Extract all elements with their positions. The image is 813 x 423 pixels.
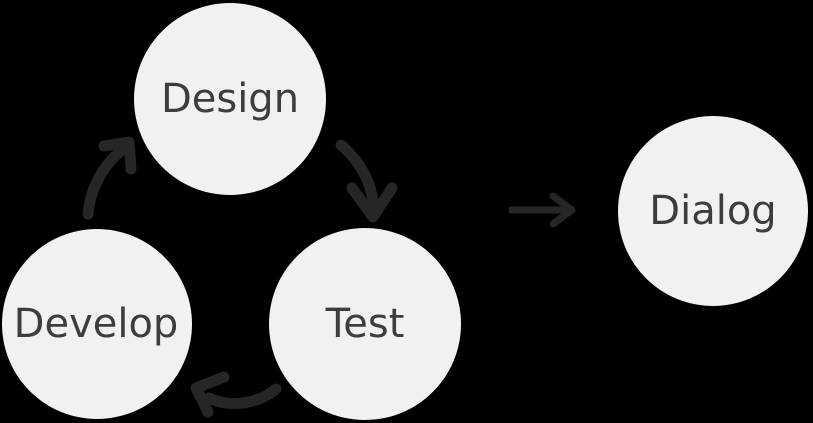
arrow-develop-to-design [82, 136, 137, 220]
node-dialog[interactable]: Dialog [618, 116, 808, 306]
node-dialog-label: Dialog [649, 188, 777, 234]
node-test[interactable]: Test [269, 228, 461, 420]
node-design-label: Design [160, 76, 300, 122]
node-develop-label: Develop [13, 301, 179, 347]
arrow-test-to-develop [190, 371, 282, 418]
node-develop[interactable]: Develop [2, 229, 192, 419]
arrow-cycle-to-dialog [509, 192, 576, 228]
node-design[interactable]: Design [134, 3, 326, 195]
arrow-design-to-test [335, 139, 398, 223]
node-test-label: Test [325, 301, 405, 347]
